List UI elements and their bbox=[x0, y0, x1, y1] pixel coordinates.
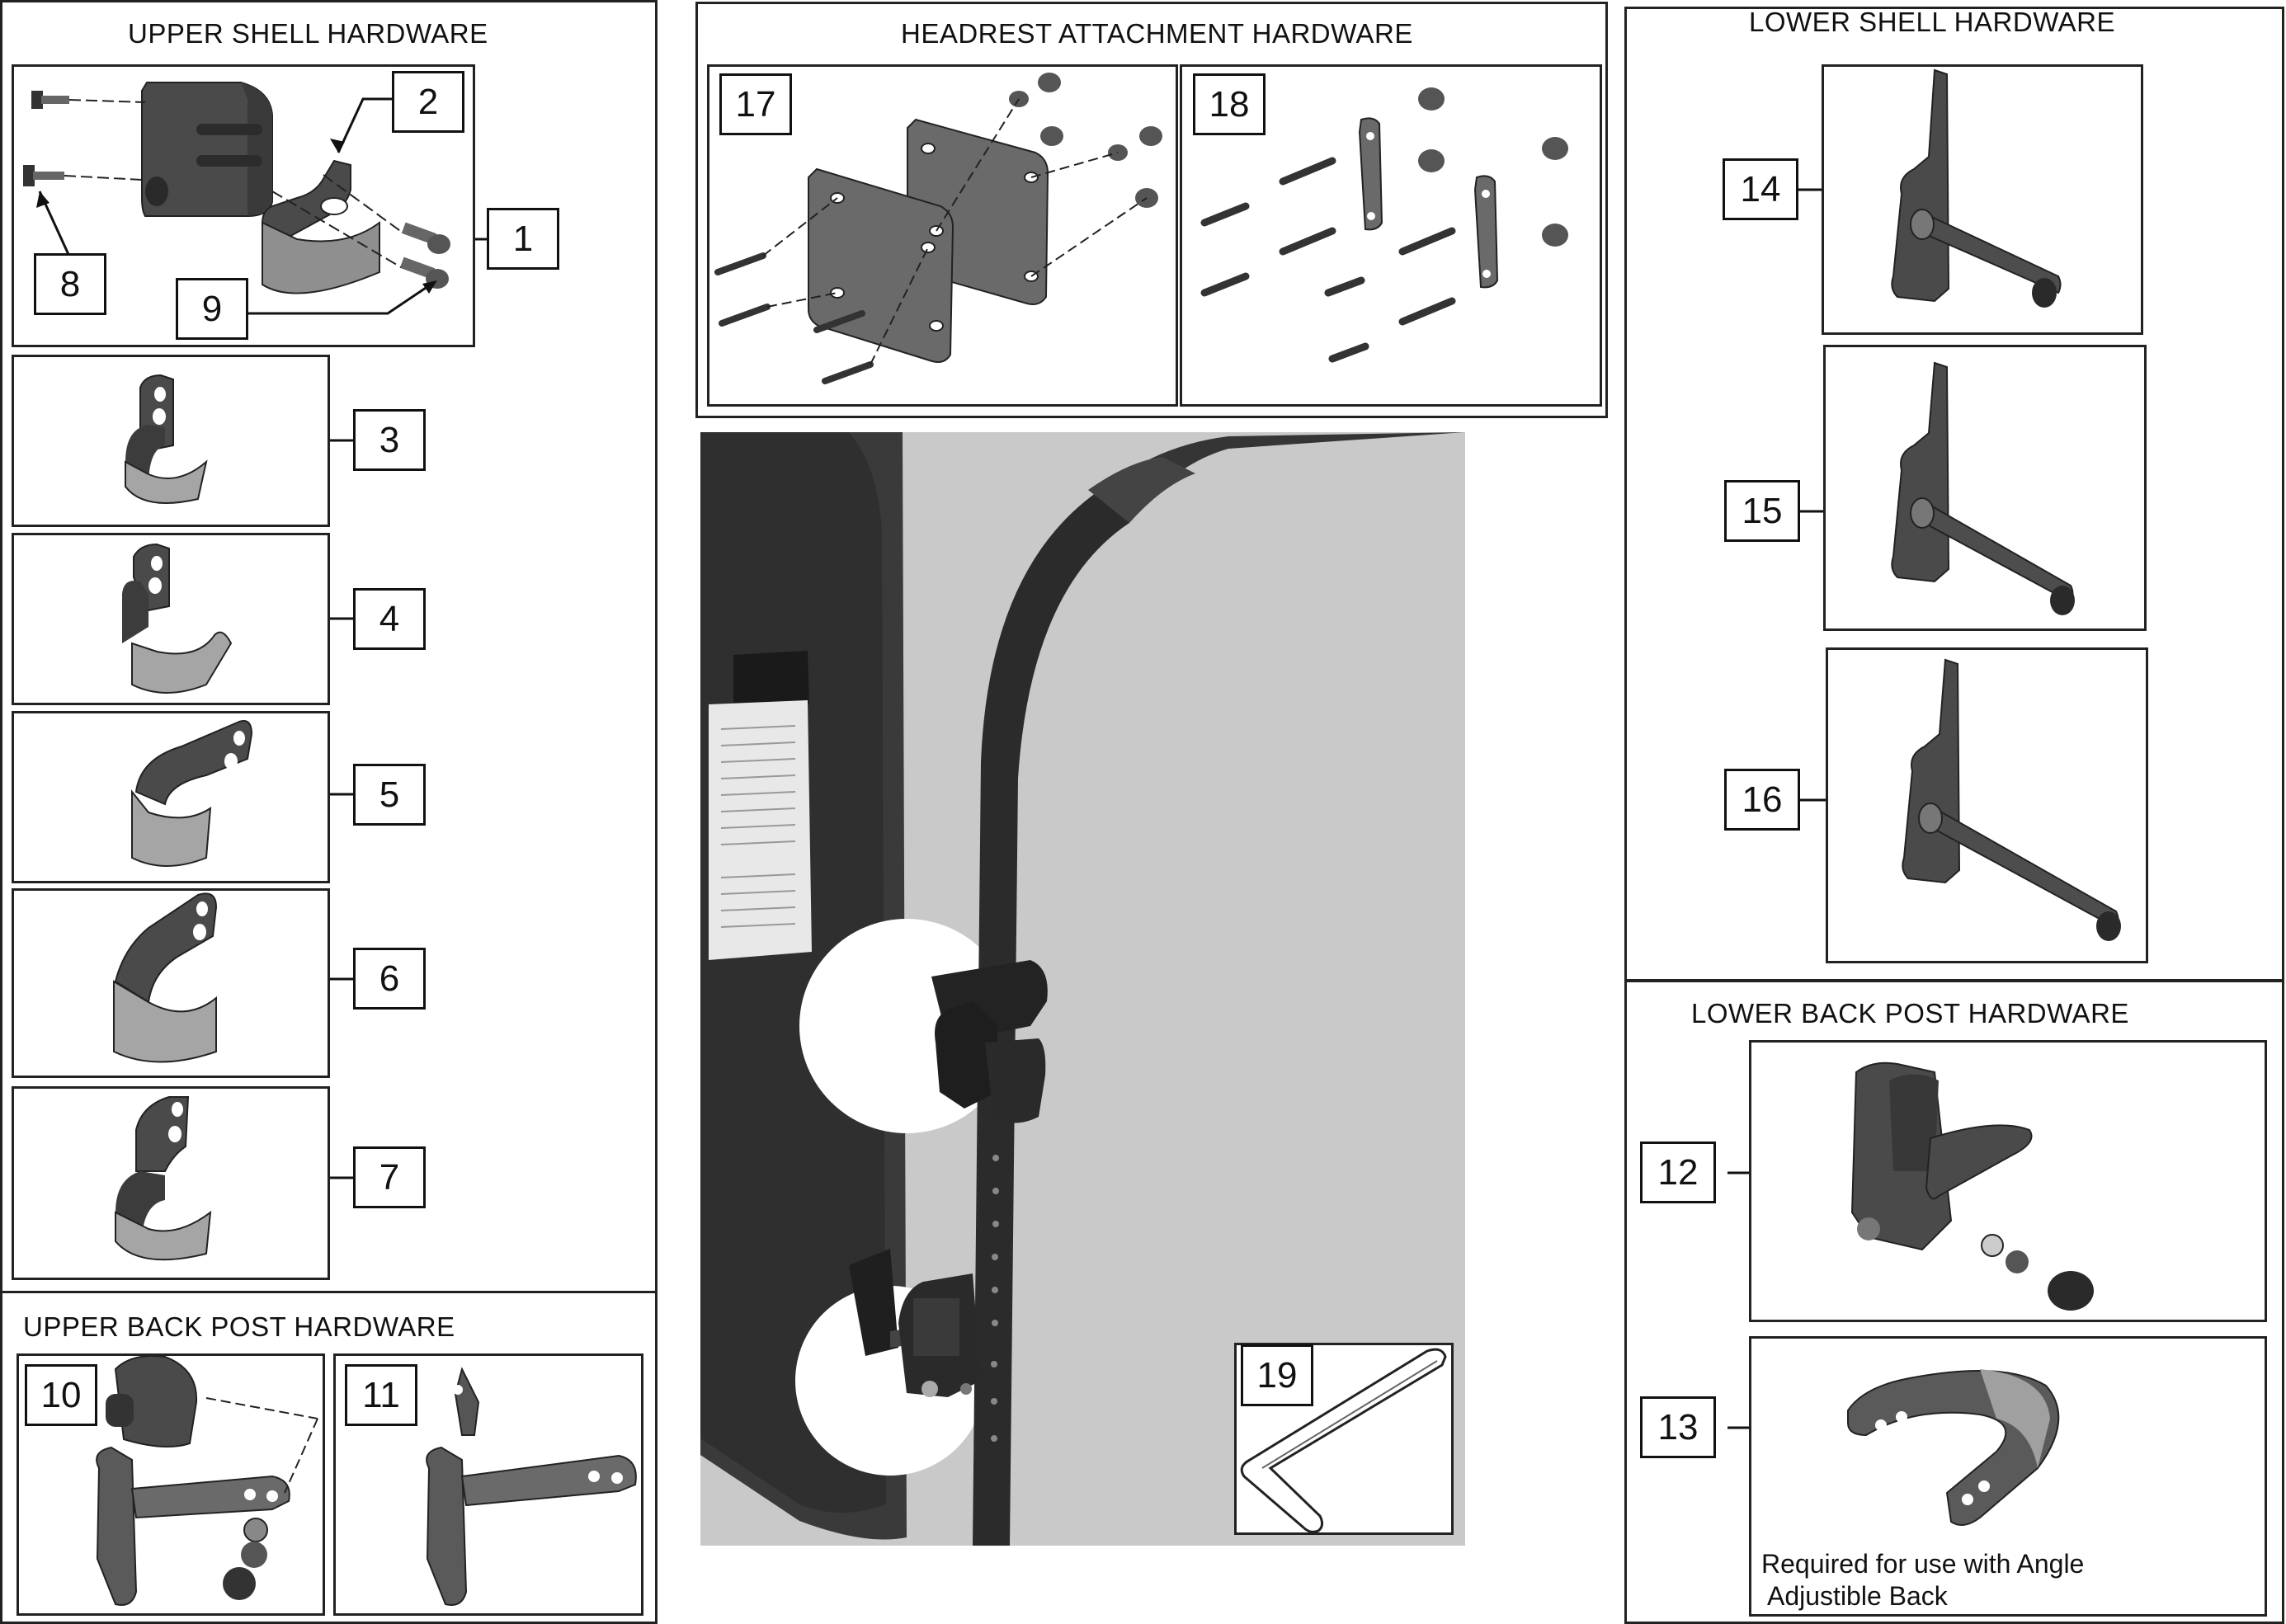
callout-1: 1 bbox=[487, 208, 559, 270]
headrest-title: HEADREST ATTACHMENT HARDWARE bbox=[901, 18, 1413, 49]
callout-12: 12 bbox=[1640, 1142, 1716, 1203]
callout-4: 4 bbox=[353, 588, 426, 650]
callout-15: 15 bbox=[1724, 480, 1800, 542]
upper-shell-title: UPPER SHELL HARDWARE bbox=[128, 18, 488, 49]
note-line-1: Required for use with Angle bbox=[1761, 1549, 2085, 1579]
callout-6: 6 bbox=[353, 948, 426, 1010]
callout-14: 14 bbox=[1723, 158, 1798, 220]
callout-13: 13 bbox=[1640, 1396, 1716, 1458]
callout-3: 3 bbox=[353, 409, 426, 471]
callout-19: 19 bbox=[1241, 1344, 1313, 1406]
upper-back-post-title: UPPER BACK POST HARDWARE bbox=[23, 1311, 455, 1342]
note-line-2: Adjustible Back bbox=[1767, 1581, 1948, 1611]
lower-shell-title: LOWER SHELL HARDWARE bbox=[1749, 7, 2115, 37]
callout-7: 7 bbox=[353, 1146, 426, 1208]
callout-17: 17 bbox=[719, 73, 792, 135]
callout-9: 9 bbox=[176, 278, 248, 340]
callout-18: 18 bbox=[1193, 73, 1266, 135]
part-12-panel bbox=[1749, 1040, 2267, 1322]
part-14-panel bbox=[1822, 64, 2143, 335]
callout-2: 2 bbox=[392, 71, 464, 133]
callout-8: 8 bbox=[34, 253, 106, 315]
part-15-panel bbox=[1823, 345, 2147, 631]
callout-10: 10 bbox=[25, 1364, 97, 1426]
callout-16: 16 bbox=[1724, 769, 1800, 831]
lower-back-post-title: LOWER BACK POST HARDWARE bbox=[1691, 998, 2129, 1029]
callout-11: 11 bbox=[345, 1364, 417, 1426]
callout-5: 5 bbox=[353, 764, 426, 826]
part-16-panel bbox=[1826, 647, 2148, 963]
